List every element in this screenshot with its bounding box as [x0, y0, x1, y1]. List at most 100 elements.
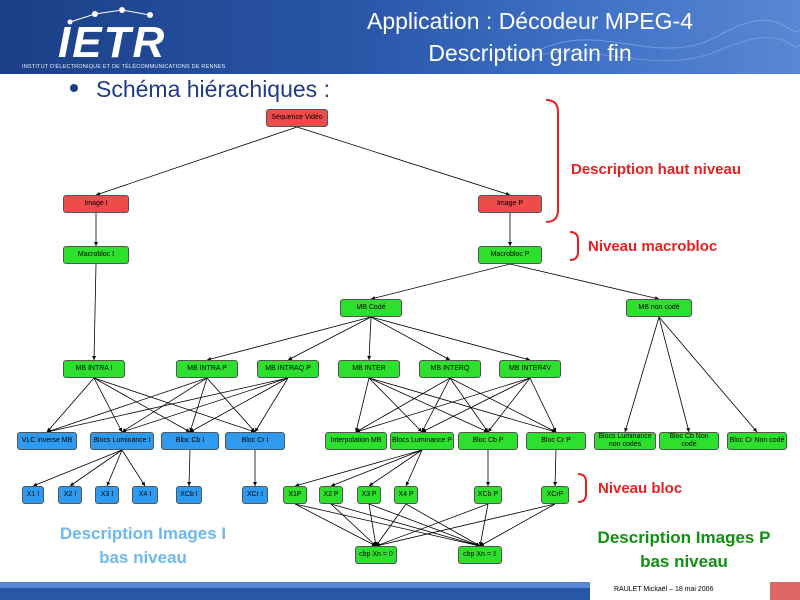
annotation-niveau-bloc: Niveau bloc: [598, 480, 683, 497]
banner-decoration: [67, 7, 800, 62]
edge-mbIntraI-blocLumI: [93, 377, 123, 433]
edge-mbInterQ-blocLumP: [421, 377, 451, 433]
edge-xcbp-cbp0: [375, 503, 489, 547]
edge-xcbp-cbp1: [478, 503, 489, 547]
edge-mbInter4v-interp: [355, 377, 531, 433]
header-banner: IETR INSTITUT D'ÉLECTRONIQUE ET DE TÉLÉC…: [0, 0, 800, 74]
institute-name: INSTITUT D'ÉLECTRONIQUE ET DE TÉLÉCOMMUN…: [22, 64, 226, 70]
edge-mbIntraI-vlc: [46, 377, 95, 433]
node-seq: Séquence Vidéo: [266, 109, 328, 127]
node-mbNonCode: MB non codé: [626, 299, 692, 317]
node-mbP: Macrobloc P: [478, 246, 542, 264]
node-blocLumNC: Blocs Luminance non codés: [594, 432, 656, 450]
edge-mbInterQ-blocCrP: [449, 377, 557, 433]
edge-mbIntraQP-blocCrI: [254, 377, 289, 433]
edge-x1p-cbp0: [294, 503, 377, 547]
annotation-images-p-line1: Description Images P: [597, 528, 771, 547]
node-x2i: X2 I: [58, 486, 82, 504]
node-mbIntraI: MB INTRA I: [63, 360, 125, 378]
node-interp: Interpolation MB: [325, 432, 387, 450]
edge-mbIntraP-blocCrI: [206, 377, 256, 433]
node-xcri: XCr I: [242, 486, 268, 504]
edge-x4p-cbp0: [375, 503, 407, 547]
edge-blocLumP-x1p: [294, 449, 423, 487]
footer-bar: RAULET Mickaël – 18 mai 2006: [0, 582, 800, 600]
node-blocCrNC: Bloc Cr Non codé: [727, 432, 787, 450]
node-xcbp: XCb P: [474, 486, 502, 504]
edge-seq-imgI: [95, 126, 298, 196]
edge-mbIntraQP-blocLumI: [121, 377, 289, 433]
annotation-images-i-line1: Description Images I: [59, 524, 227, 543]
edge-mbCode-mbIntraP: [206, 316, 372, 361]
edge-x3p-cbp0: [368, 503, 378, 547]
node-blocCbI: Bloc Cb I: [161, 432, 219, 450]
edge-mbIntraQP-blocCbI: [189, 377, 289, 433]
edge-blocLumP-x4p: [405, 449, 423, 487]
node-blocCbNC: Bloc Cb Non codé: [659, 432, 719, 450]
edge-mbInter-blocLumP: [368, 377, 423, 433]
edge-blocCbI-xcbi: [187, 449, 192, 487]
footer-author-date: RAULET Mickaël – 18 mai 2006: [614, 586, 714, 593]
edge-mbP-mbNonCode: [509, 263, 660, 301]
node-mbI: Macrobloc I: [63, 246, 129, 264]
node-x3p: X3 P: [357, 486, 381, 504]
edge-mbIntraI-blocCbI: [93, 377, 191, 433]
slide-title-line2: Description grain fin: [428, 40, 632, 66]
edge-blocLumI-x2i: [69, 449, 123, 487]
edge-mbInter-interp: [354, 377, 370, 433]
edge-blocLumP-x3p: [368, 449, 423, 487]
edge-mbCode-mbInter: [367, 316, 372, 361]
edge-blocLumP-x2p: [330, 449, 423, 487]
edge-x1p-cbp1: [294, 503, 481, 548]
edge-mbI-mbIntraI: [92, 263, 97, 361]
bullet-heading: Schéma hiérachiques :: [70, 76, 330, 103]
edge-mbIntraP-blocCbI: [189, 377, 208, 433]
edge-blocLumI-x3i: [106, 449, 123, 487]
edge-mbInter4v-blocCrP: [529, 377, 557, 433]
edge-blocLumI-x4i: [121, 449, 146, 487]
node-xcrp: XCrP: [541, 486, 569, 504]
annotation-haut-niveau: Description haut niveau: [571, 161, 742, 178]
node-x1i: X1 I: [22, 486, 44, 504]
node-x2p: X2 P: [319, 486, 343, 504]
footer-decoration: [0, 582, 800, 600]
node-blocLumI: Blocs Luminance I: [90, 432, 154, 450]
edge-mbNonCode-blocCrNC: [658, 316, 758, 433]
edge-mbInterQ-blocCbP: [449, 377, 489, 433]
edge-mbIntraI-blocCrI: [93, 377, 256, 433]
edge-mbIntraP-blocLumI: [121, 377, 208, 433]
annotation-niveau-macrobloc: Niveau macrobloc: [588, 238, 718, 255]
edge-mbInter-blocCrP: [368, 377, 557, 433]
edge-xcrp-cbp0: [375, 503, 556, 548]
edge-x2p-cbp1: [330, 503, 481, 547]
node-vlc: VLC inverse MB: [17, 432, 77, 450]
edge-mbIntraP-vlc: [46, 377, 208, 433]
edge-x3p-cbp1: [368, 503, 481, 547]
node-x3i: X3 I: [95, 486, 119, 504]
edge-mbInter4v-blocLumP: [421, 377, 531, 433]
node-blocLumP: Blocs Luminance P: [390, 432, 454, 450]
node-blocCbP: Bloc Cb P: [458, 432, 518, 450]
node-mbInter4v: MB INTER4V: [499, 360, 561, 378]
edge-mbCode-mbInter4v: [370, 316, 531, 361]
edge-x4p-cbp1: [405, 503, 481, 547]
edge-mbInter4v-blocCbP: [487, 377, 531, 433]
edge-mbInter-blocCbP: [368, 377, 489, 433]
node-cbp0: cbp Xn = 0: [355, 546, 397, 564]
annotation-images-p-line2: bas niveau: [640, 552, 728, 571]
edge-mbCode-mbIntraQP: [287, 316, 372, 361]
node-mbInter: MB INTER: [338, 360, 400, 378]
node-mbIntraQP: MB INTRAQ P: [257, 360, 319, 378]
annotation-images-i-line2: bas niveau: [99, 548, 187, 567]
node-blocCrP: Bloc Cr P: [526, 432, 586, 450]
node-imgP: Image P: [478, 195, 542, 213]
edge-blocLumI-x1i: [32, 449, 123, 487]
edge-seq-imgP: [296, 126, 511, 196]
node-x1p: X1P: [283, 486, 307, 504]
edge-mbNonCode-blocCbNC: [658, 316, 690, 433]
edge-mbNonCode-blocLumNC: [624, 316, 660, 433]
bullet-dot-icon: [70, 83, 78, 92]
node-imgI: Image I: [63, 195, 129, 213]
node-mbCode: MB Codé: [340, 299, 402, 317]
